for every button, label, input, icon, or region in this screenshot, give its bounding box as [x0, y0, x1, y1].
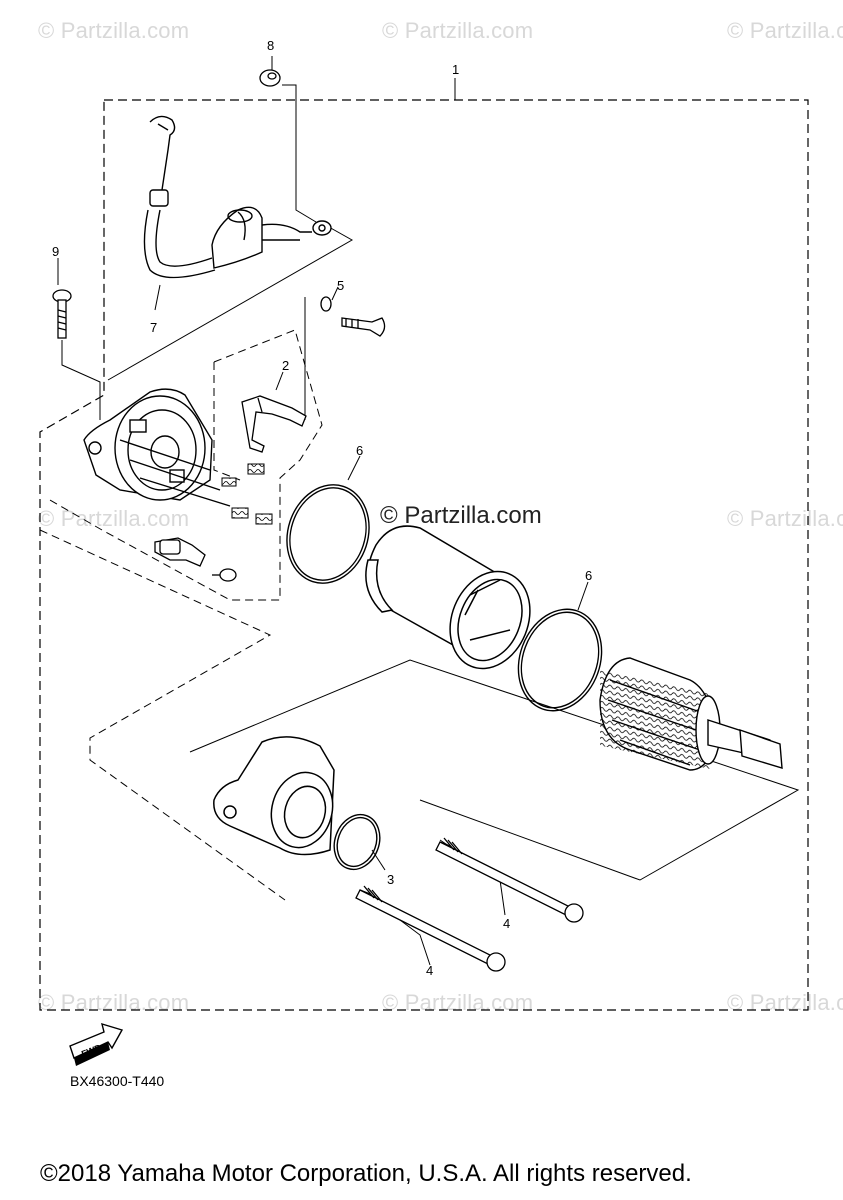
- yoke-housing: [365, 525, 531, 670]
- watermark-top-center: © Partzilla.com: [382, 18, 534, 43]
- callout-4a: 4: [503, 916, 510, 931]
- watermark-bottom-left: © Partzilla.com: [38, 990, 190, 1015]
- watermark-bottom-right: © Partzilla.com: [727, 990, 843, 1015]
- watermark-mid-left: © Partzilla.com: [38, 506, 190, 531]
- nut-part-8: [259, 69, 281, 87]
- armature: [599, 657, 783, 771]
- terminal-bolt-part-5: [320, 296, 386, 337]
- center-watermark: © Partzilla.com: [380, 502, 542, 529]
- callout-5: 5: [337, 278, 344, 293]
- callout-labels: 1 8 9 7 5 2 6 6 3 4 4: [52, 38, 592, 978]
- watermark-top-right: © Partzilla.com: [727, 18, 843, 43]
- callout-4b: 4: [426, 963, 433, 978]
- o-ring-part-6: [286, 484, 603, 712]
- bolt-part-9: [52, 289, 72, 339]
- brush-part-2: [241, 395, 307, 453]
- callout-6a: 6: [356, 443, 363, 458]
- brush-holder-rear-cover: [83, 388, 231, 507]
- front-cover: [213, 736, 335, 856]
- assembly-dashed-border: [39, 99, 809, 1011]
- callout-8: 8: [267, 38, 274, 53]
- watermark-bottom-center: © Partzilla.com: [382, 990, 534, 1015]
- watermark-top-left: © Partzilla.com: [38, 18, 190, 43]
- callout-1: 1: [452, 62, 459, 77]
- callout-9: 9: [52, 244, 59, 259]
- diagram-code: BX46300-T440: [70, 1073, 165, 1089]
- callout-2: 2: [282, 358, 289, 373]
- copyright-text: ©2018 Yamaha Motor Corporation, U.S.A. A…: [40, 1160, 692, 1187]
- callout-7: 7: [150, 320, 157, 335]
- fwd-arrow-icon: FWD: [69, 1022, 124, 1066]
- through-bolts-part-4: [355, 837, 584, 972]
- callout-6b: 6: [585, 568, 592, 583]
- lead-wire-part-7: [143, 115, 332, 279]
- watermark-mid-right: © Partzilla.com: [727, 506, 843, 531]
- group-outlines: [39, 329, 323, 901]
- callout-3: 3: [387, 872, 394, 887]
- o-ring-part-3: [333, 813, 381, 871]
- lower-brush-and-screw: [154, 537, 237, 582]
- brush-springs: [221, 463, 273, 525]
